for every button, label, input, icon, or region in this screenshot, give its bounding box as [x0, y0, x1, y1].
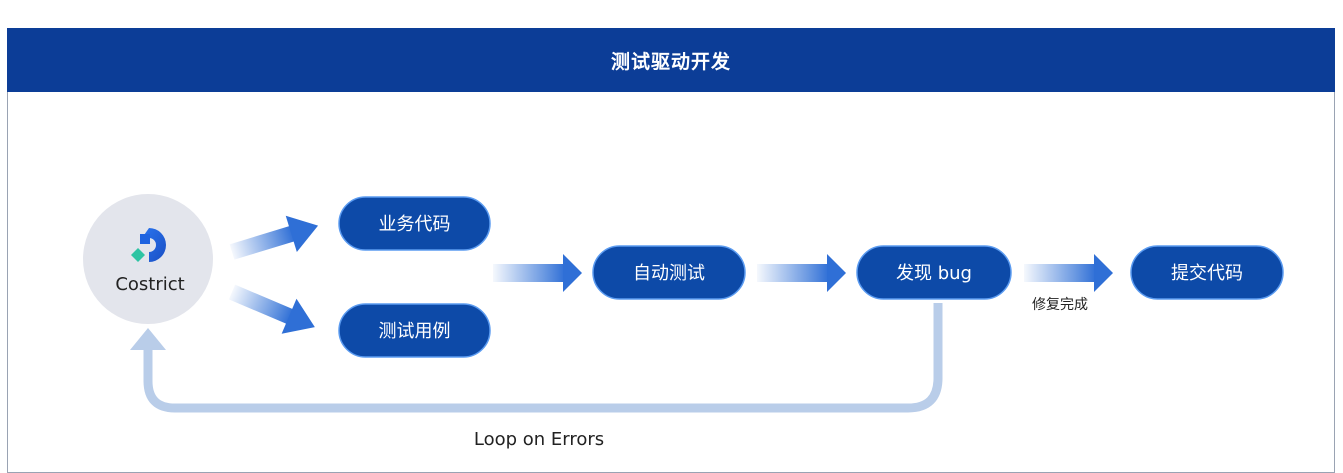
edge-label-loop: Loop on Errors	[474, 429, 604, 450]
arrow-to-commit-code	[1024, 254, 1113, 292]
node-test-cases-label: 测试用例	[379, 321, 451, 342]
node-find-bug: 发现 bug	[856, 245, 1012, 300]
node-commit-code-label: 提交代码	[1171, 263, 1243, 284]
arrow-to-find-bug	[757, 254, 846, 292]
node-auto-test: 自动测试	[592, 245, 746, 300]
edge-label-fix-done: 修复完成	[1032, 296, 1088, 313]
node-find-bug-label: 发现 bug	[896, 263, 972, 284]
arrow-to-business-code	[229, 215, 319, 260]
node-auto-test-label: 自动测试	[633, 263, 705, 284]
costrict-logo-icon	[131, 228, 166, 262]
loop-arrowhead	[130, 328, 166, 350]
node-commit-code: 提交代码	[1130, 245, 1284, 300]
loop-back-path	[143, 303, 943, 413]
logo-label: Costrict	[115, 274, 184, 295]
node-business-code-label: 业务代码	[379, 214, 451, 235]
node-business-code: 业务代码	[338, 196, 491, 251]
costrict-logo: Costrict	[83, 194, 213, 324]
arrow-to-test-cases	[228, 284, 315, 334]
node-test-cases: 测试用例	[338, 303, 491, 358]
arrow-to-auto-test	[493, 254, 582, 292]
diagram-title: 测试驱动开发	[7, 28, 1335, 92]
